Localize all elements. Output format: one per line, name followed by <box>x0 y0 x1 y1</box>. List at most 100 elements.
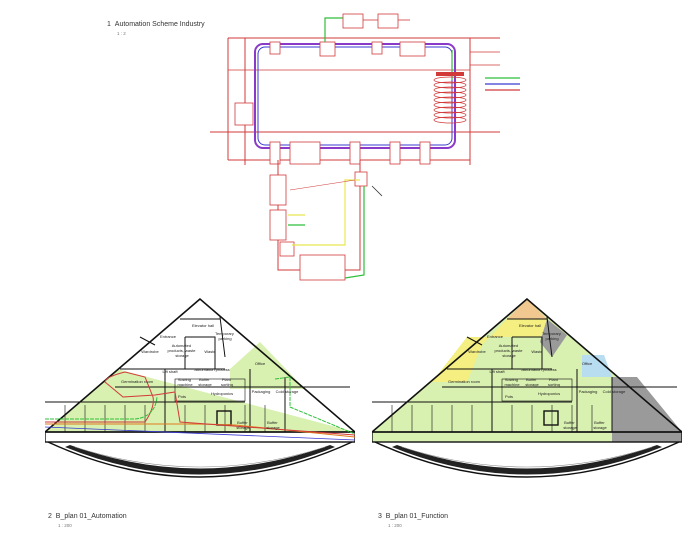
room-label-line: storage <box>266 425 280 430</box>
room-label: Office <box>582 361 593 366</box>
room-label: Plant sorting <box>548 377 560 387</box>
room-label-line: storage <box>175 353 189 358</box>
room-label-line: Buffer <box>199 377 211 382</box>
room-label: Germination room <box>448 379 481 384</box>
interior-wall <box>512 336 543 369</box>
lift-box <box>543 410 559 426</box>
function-zone-green <box>372 299 682 432</box>
component-box <box>319 41 336 57</box>
room-label: Hydroponics <box>211 391 233 396</box>
heat-coil-winding <box>433 86 467 94</box>
coil-cap <box>436 72 464 76</box>
component-box <box>399 41 426 57</box>
component-box <box>279 241 295 257</box>
room-label: Germination room <box>121 379 154 384</box>
function-zone-grey <box>540 319 567 357</box>
room-label-line: storage <box>198 382 212 387</box>
curved-facade <box>374 441 680 478</box>
room-label: Hydroponics <box>538 391 560 396</box>
room-label-line: Buffer <box>237 420 249 425</box>
room-label-line: Plant <box>222 377 232 382</box>
view-1-scale: 1 : 2 <box>117 31 126 36</box>
room-label: Automation process <box>521 367 556 372</box>
view-3-number: 3 <box>378 513 382 520</box>
function-zone-green <box>372 432 612 442</box>
room-label: Buffer storage <box>593 420 607 430</box>
room-label-line: Automated <box>172 343 192 348</box>
room-label-line: parking <box>545 336 558 341</box>
component-box <box>349 141 361 165</box>
interior-wall <box>466 336 483 346</box>
room-label: Buffer storage <box>236 420 250 430</box>
view-2-title: 2 B_plan 01_Automation <box>48 513 127 520</box>
heat-coil-winding <box>433 96 467 104</box>
room-label: Buffer storage <box>525 377 539 387</box>
component-box <box>377 13 399 29</box>
view-1-name: Automation Scheme Industry <box>114 21 205 28</box>
room-label-line: parking <box>218 336 231 341</box>
room-label: Sowing machine <box>504 377 520 387</box>
room-label-line: sorting <box>221 382 233 387</box>
inner-arc <box>401 446 653 468</box>
room-label-line: products, waste <box>494 348 523 353</box>
pipe-line <box>345 160 361 271</box>
room-label-line: Buffer <box>594 420 606 425</box>
room-label: Automated products, waste storage <box>167 343 196 358</box>
component-box <box>269 209 287 241</box>
room-label-line: storage <box>593 425 607 430</box>
function-zone-orange <box>507 299 547 319</box>
component-box <box>389 141 401 165</box>
room-label-line: Buffer <box>564 420 576 425</box>
interior-wall <box>185 336 216 369</box>
view-3-title: 3 B_plan 01_Function <box>378 513 448 520</box>
pipe-loop-blue <box>257 46 453 146</box>
green-zone <box>45 369 355 432</box>
room-label: Entrance <box>487 334 504 339</box>
view-2-number: 2 <box>48 513 52 520</box>
seating-rows <box>65 445 335 475</box>
room-label-line: Temporary <box>215 331 235 336</box>
room-label-line: Temporary <box>542 331 562 336</box>
pipe-green-lower <box>344 186 365 279</box>
room-label-line: sorting <box>548 382 560 387</box>
process-grid <box>501 378 573 402</box>
pipe-green-top <box>324 17 345 42</box>
tank-box <box>299 254 346 281</box>
heat-coil-winding <box>433 106 467 114</box>
automation-scheme-diagram <box>210 13 520 281</box>
process-grid <box>174 378 246 402</box>
room-label-line: machine <box>177 382 193 387</box>
function-zone-blue <box>582 355 612 377</box>
component-box <box>419 141 431 165</box>
interior-wall <box>139 336 156 346</box>
route-blue <box>45 426 355 441</box>
corridor-band <box>45 431 355 443</box>
component-box <box>371 41 383 55</box>
component-box <box>269 41 281 55</box>
room-label: Wardrobe <box>141 349 159 354</box>
component-box <box>234 102 254 126</box>
room-label-line: Sowing <box>178 377 192 382</box>
component-box <box>269 141 281 165</box>
room-label: Lift shaft <box>489 369 505 374</box>
room-label: Lift shaft <box>162 369 178 374</box>
room-label-line: Plant <box>549 377 559 382</box>
annotation-leader <box>371 185 383 197</box>
function-zone-yellow <box>432 319 547 382</box>
room-label: Wardrobe <box>468 349 486 354</box>
heat-coil-winding <box>433 116 467 124</box>
seating-rows <box>392 445 662 475</box>
room-label: Temporary parking <box>542 331 562 341</box>
pipe-line <box>289 179 356 191</box>
room-label-line: machine <box>504 382 520 387</box>
room-label-line: Buffer <box>267 420 279 425</box>
heat-coil-winding <box>433 76 467 84</box>
heat-coil-winding <box>433 81 467 89</box>
component-box <box>354 171 368 187</box>
room-label: Packaging <box>579 389 598 394</box>
heat-coil-winding <box>433 111 467 119</box>
view-1-number: 1 <box>107 21 111 28</box>
